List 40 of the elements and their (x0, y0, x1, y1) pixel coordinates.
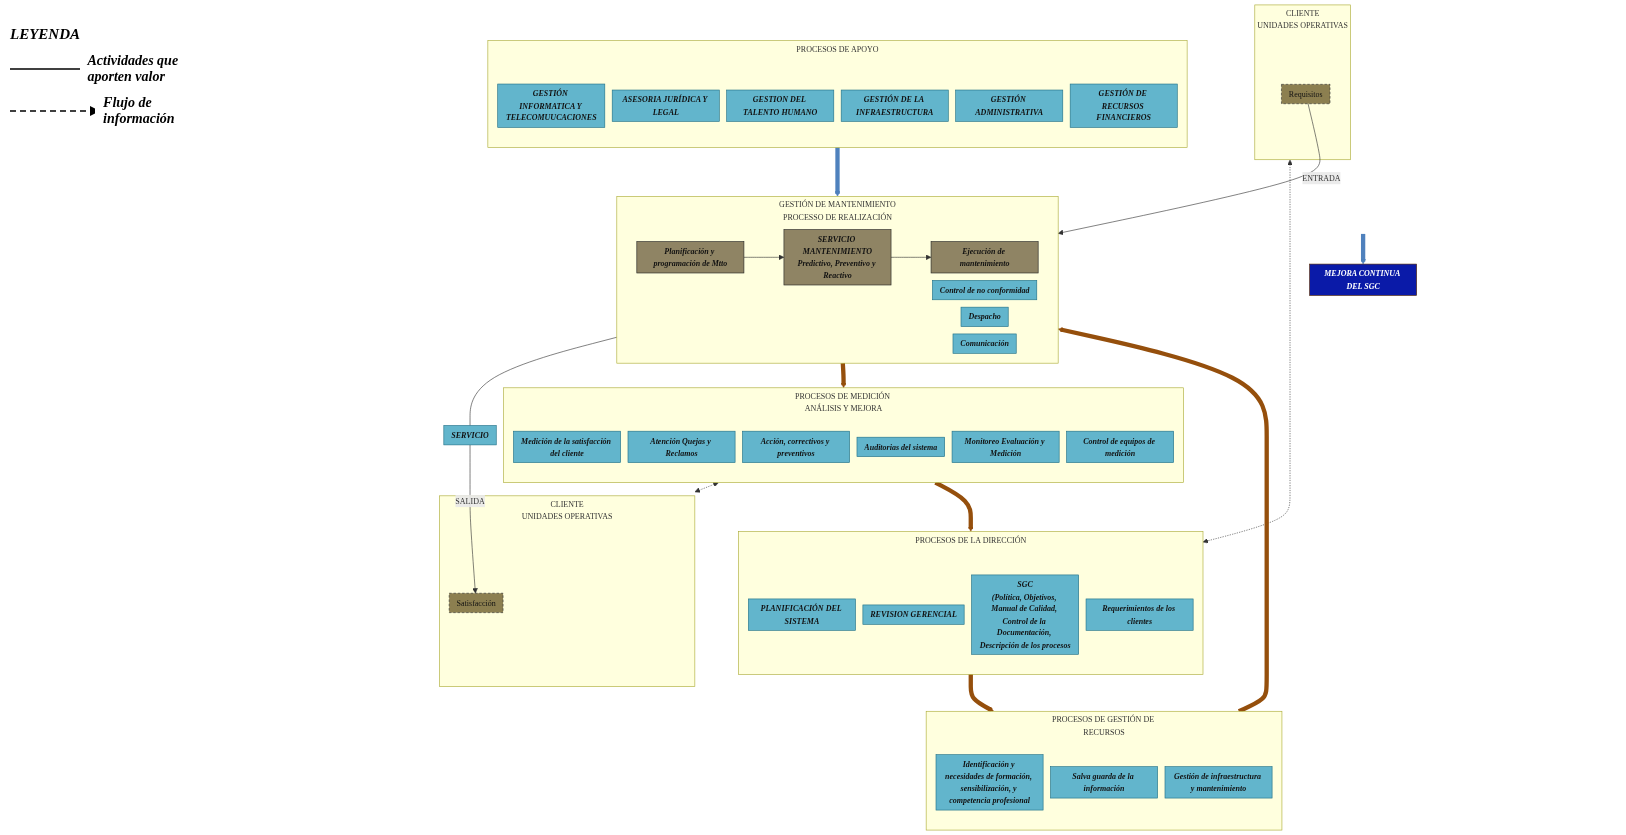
block-arrow (834, 147, 841, 197)
node-box: MEJORA CONTINUA DEL SGC (1309, 263, 1417, 296)
edge-label: ENTRADA (1302, 173, 1341, 183)
node-box: Despacho (960, 306, 1009, 327)
node-box: Auditorias del sistema (856, 436, 945, 457)
arrow (694, 481, 719, 493)
node-box: GESTIÓN ADMINISTRATIVA (955, 89, 1064, 122)
block-arrow (1360, 233, 1366, 265)
legend-heading: LEYENDA (10, 26, 81, 43)
node-box: Salva guarda de la información (1050, 766, 1158, 799)
node-box: Control de equipos de medición (1066, 430, 1174, 463)
node-box: REVISION GERENCIAL (862, 604, 965, 625)
legend-text: Actividades que aporten valor (87, 53, 180, 85)
node-box: Planificación y programación de Mtto (636, 241, 745, 274)
node-box: PLANIFICACIÓN DEL SISTEMA (748, 598, 856, 631)
legend-text: Flujo de información (103, 95, 176, 127)
edge-label: SALIDA (455, 496, 485, 506)
node-box: Acción, correctivos y preventivos (742, 430, 850, 463)
node-box: Monitoreo Evaluación y Medición (951, 430, 1060, 463)
node-box: Control de no conformidad (932, 280, 1038, 301)
block-arrow (840, 363, 847, 389)
node-box: SERVICIO (443, 425, 497, 446)
node-box: GESTION DEL TALENTO HUMANO (726, 89, 835, 122)
arrow (1202, 159, 1293, 544)
node-box: ASESORIA JURÍDICA Y LEGAL (611, 89, 720, 122)
node-box: Satisfacción (448, 592, 504, 613)
node-box: Requerimientos de los clientes (1085, 598, 1194, 631)
node-box: Atención Quejas y Reclamos (627, 430, 736, 463)
block-arrow (968, 674, 994, 712)
node-box: Comunicación (952, 333, 1017, 354)
node-box: GESTIÓN DE RECURSOS FINANCIEROS (1069, 83, 1178, 128)
node-box: Medición de la satisfacción del cliente (513, 430, 621, 463)
node-box: Requisitos (1281, 84, 1331, 105)
node-box: SGC (Política, Objetivos, Manual de Calidad, Control de la Documentación, Descripción de los procesos (971, 574, 1079, 655)
node-box: SERVICIO MANTENIMIENTO Predictivo, Preventivo y Reactivo (783, 229, 892, 286)
node-box: Ejecución de mantenimiento (930, 241, 1039, 274)
node-box: GESTIÓN DE LA INFRAESTRUCTURA (840, 89, 949, 122)
node-box: GESTIÓN INFORMATICA Y TELECOMUUCACIONES (497, 83, 606, 128)
node-box: Gestión de infraestructura y mantenimiento (1164, 766, 1273, 799)
node-box: Identificación y necesidades de formación, sensibilización, y competencia profesional (935, 754, 1044, 811)
